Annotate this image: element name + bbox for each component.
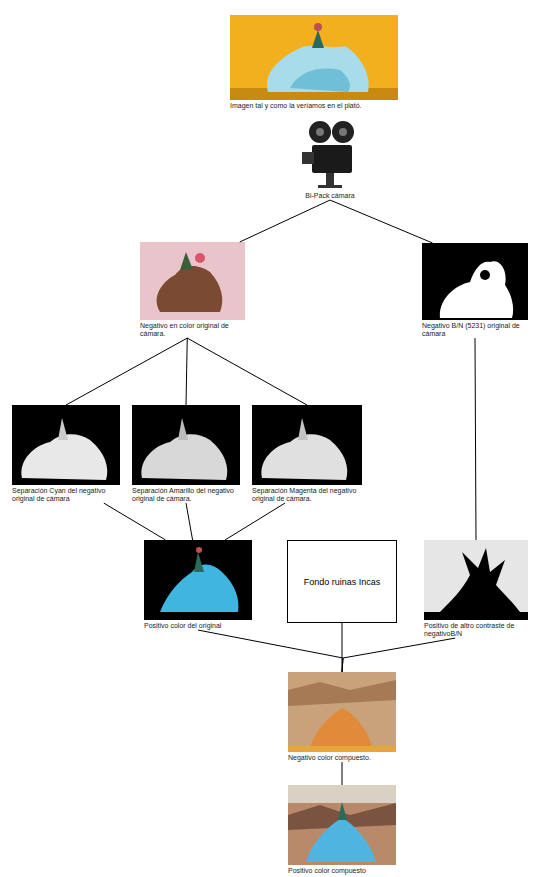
connector-line [330,200,433,243]
connector-line [240,200,330,242]
connector-line [66,338,187,405]
image-node: Negativo B/N (5231) original de cámara [422,243,528,338]
cyan-separation-image [12,405,120,485]
color-positive-image [144,540,252,620]
bw-negative-image [422,243,528,320]
image-node: Separación Magenta del negativo original… [252,405,362,503]
image-caption: Negativo en color original de cámara. [140,322,245,338]
image-caption: Bi-Pack cámara [298,192,362,200]
image-node: Positivo de altro contraste de negativoB… [424,540,528,638]
background-box: Fondo ruinas Incas [287,540,397,623]
image-caption: Separación Magenta del negativo original… [252,487,362,503]
connector-line [342,638,455,672]
image-node: Imagen tal y como la veríamos en el plat… [230,15,398,110]
image-node: Negativo color compuesto. [288,672,396,762]
camera-icon [302,121,354,188]
image-node: Negativo en color original de cámara. [140,242,245,338]
image-caption: Separación Amarillo del negativo origina… [132,487,240,503]
connector-path [186,503,193,540]
connector-path [342,638,455,672]
composite-negative-image [288,672,396,752]
connector-path [66,338,187,405]
connector-line [186,338,187,405]
connector-line [186,503,193,540]
image-caption: Positivo color del original [144,622,252,630]
image-node: Bi-Pack cámara [298,118,362,200]
connector-line [187,338,307,405]
connector-line [104,503,166,540]
connector-line [225,503,285,540]
image-caption: Negativo color compuesto. [288,754,396,762]
connector-path [186,338,187,405]
box-label: Fondo ruinas Incas [300,573,385,591]
image-node: Positivo color del original [144,540,252,630]
connector-path [198,630,343,672]
connector-path [475,338,476,540]
connector-path [330,200,433,243]
image-caption: Separación Cyan del negativo original de… [12,487,120,503]
connector-line [475,338,476,540]
image-caption: Imagen tal y como la veríamos en el plat… [230,102,398,110]
set-image [230,15,398,100]
connector-line [342,762,343,785]
magenta-separation-image [252,405,362,485]
connector-path [104,503,166,540]
connector-path [240,200,330,242]
connector-line [198,630,343,672]
image-caption: Negativo B/N (5231) original de cámara [422,322,528,338]
connector-path [225,503,285,540]
high-contrast-positive-image [424,540,528,620]
connector-path [342,762,343,785]
connector-path [187,338,307,405]
image-caption: Positivo color compuesto [288,867,396,875]
image-caption: Positivo de altro contraste de negativoB… [424,622,528,638]
yellow-separation-image [132,405,240,485]
composite-positive-image [288,785,396,865]
image-node: Positivo color compuesto [288,785,396,875]
image-node: Separación Cyan del negativo original de… [12,405,120,503]
color-negative-image [140,242,245,320]
image-node: Separación Amarillo del negativo origina… [132,405,240,503]
